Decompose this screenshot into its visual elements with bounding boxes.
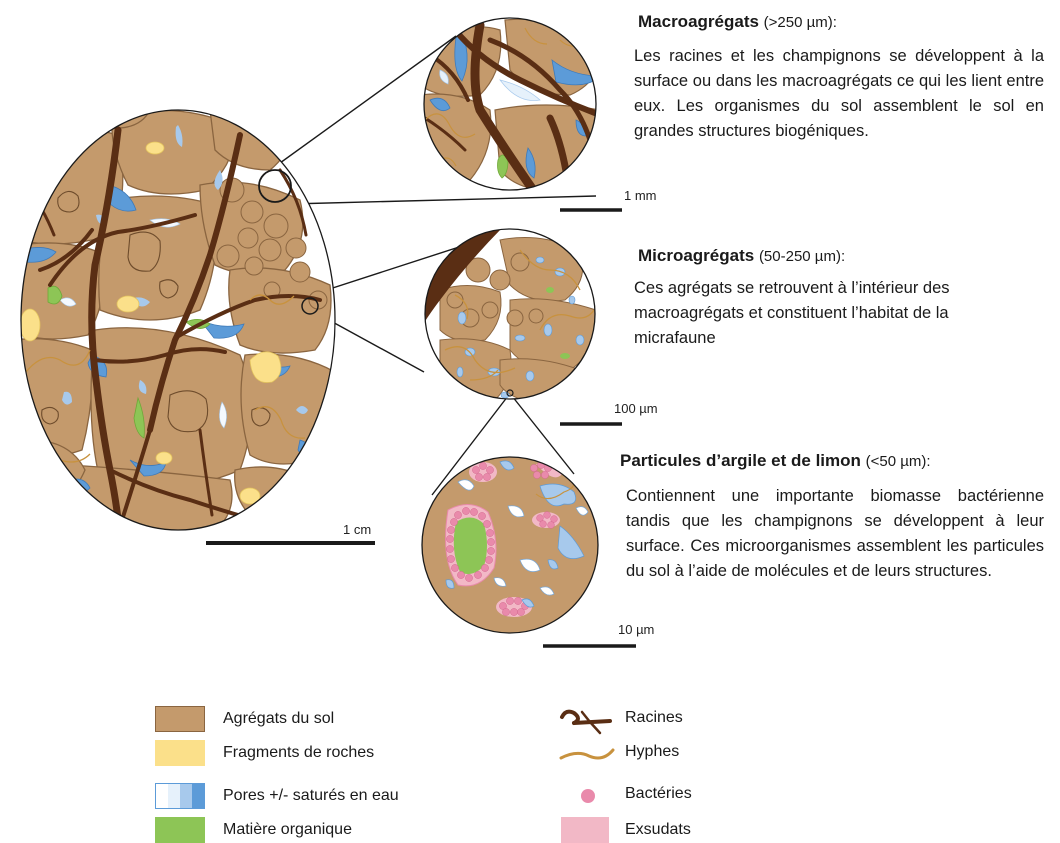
legend-label-roots: Racines	[625, 709, 683, 727]
organic-matter-swatch	[155, 817, 205, 843]
root-icon	[562, 712, 610, 733]
legend-label: Fragments de roches	[223, 744, 374, 762]
main-soil-view	[10, 103, 375, 544]
legend-label: Agrégats du sol	[223, 710, 334, 728]
hypha-icon	[561, 750, 613, 758]
exudate-swatch	[561, 817, 609, 843]
micro-size: (50-250 µm):	[759, 248, 845, 265]
soil-aggregate-swatch	[155, 706, 205, 732]
legend-label-hyphae: Hyphes	[625, 743, 679, 761]
macro-title: Macroagrégats (>250 µm):	[638, 12, 837, 32]
microaggregate-zoom-circle	[420, 225, 622, 424]
legend-item-rock-fragments: Fragments de roches	[155, 740, 374, 766]
legend-label: Matière organique	[223, 821, 352, 839]
macro-title-text: Macroagrégats	[638, 12, 759, 31]
legend-label-bacteria: Bactéries	[625, 785, 692, 803]
macroaggregate-zoom-circle	[420, 18, 622, 210]
micro-description: Ces agrégats se retrouvent à l’intérieur…	[634, 276, 1014, 351]
clay-silt-zoom-circle	[422, 457, 636, 646]
legend-label: Exsudats	[625, 821, 691, 839]
legend-item-exudates: Exsudats	[561, 817, 691, 843]
macro-size: (>250 µm):	[764, 14, 837, 31]
main-scale-label: 1 cm	[343, 522, 371, 537]
legend-item-organic-matter: Matière organique	[155, 817, 352, 843]
legend-label: Pores +/- saturés en eau	[223, 787, 399, 805]
bacteria-icon	[581, 789, 595, 803]
macro-description: Les racines et les champignons se dévelo…	[634, 44, 1044, 144]
legend-item-soil-aggregates: Agrégats du sol	[155, 706, 334, 732]
rock-fragment-swatch	[155, 740, 205, 766]
clay-size: (<50 µm):	[866, 453, 931, 470]
micro-title: Microagrégats (50-250 µm):	[638, 246, 845, 266]
micro-scale-label: 100 µm	[614, 401, 658, 416]
legend-icons	[561, 712, 613, 803]
micro-title-text: Microagrégats	[638, 246, 754, 265]
clay-description: Contiennent une importante biomasse bact…	[626, 484, 1044, 584]
clay-scale-label: 10 µm	[618, 622, 654, 637]
macro-scale-label: 1 mm	[624, 188, 657, 203]
pore-swatch	[155, 783, 205, 809]
legend-item-pores: Pores +/- saturés en eau	[155, 783, 399, 809]
clay-title-text: Particules d’argile et de limon	[620, 451, 861, 470]
clay-title: Particules d’argile et de limon (<50 µm)…	[620, 451, 931, 471]
